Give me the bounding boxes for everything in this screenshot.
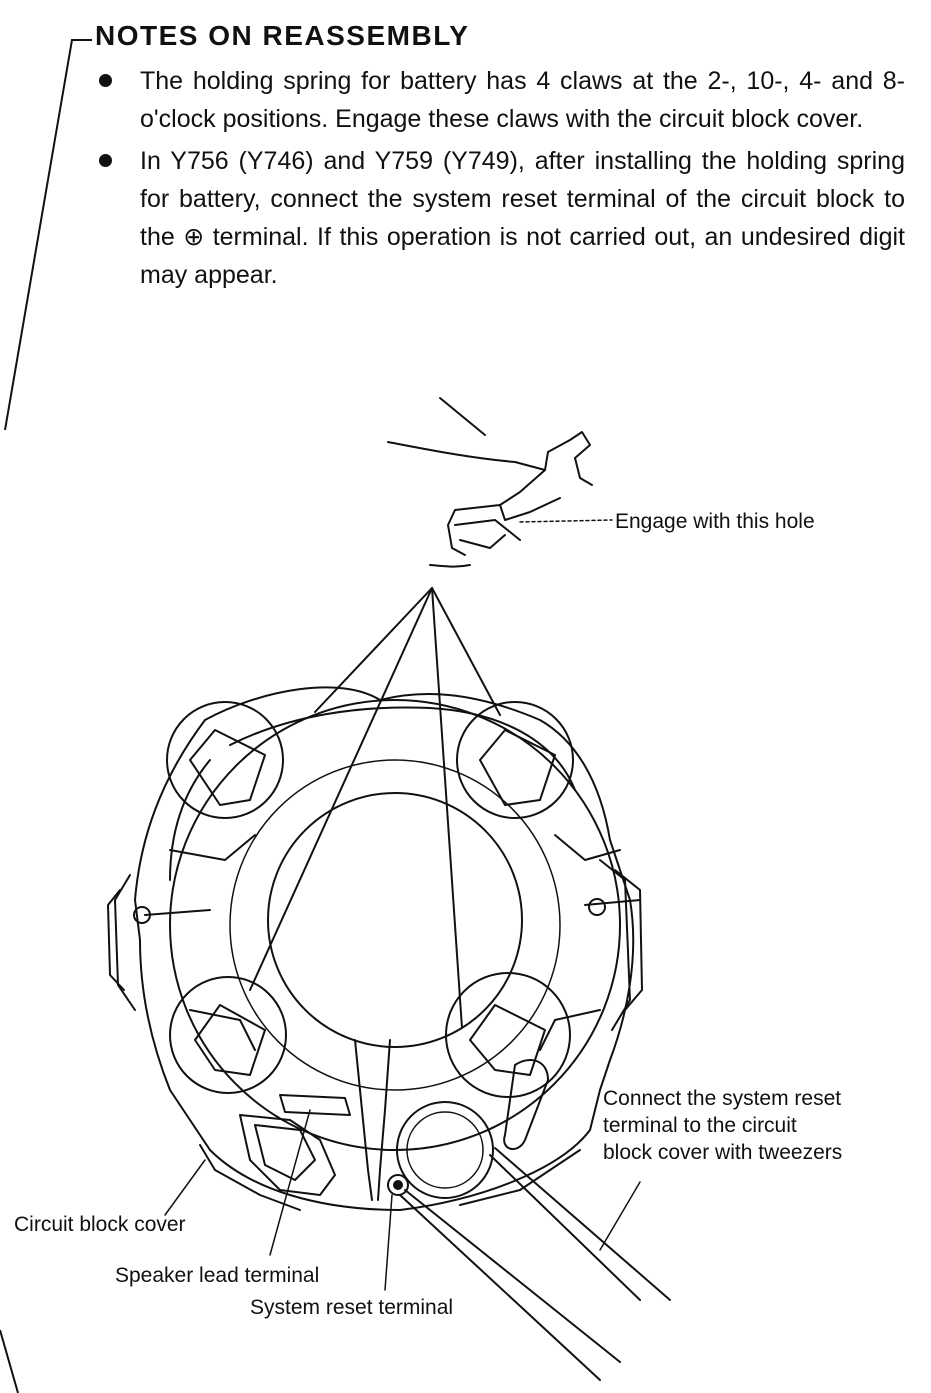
- label-connect-reset-line: Connect the system reset: [603, 1087, 842, 1110]
- label-connect-reset-line: terminal to the circuit: [603, 1114, 797, 1137]
- label-engage-hole: Engage with this hole: [615, 510, 815, 533]
- label-connect-reset: Connect the system reset terminal to the…: [603, 1085, 842, 1166]
- note-item: The holding spring for battery has 4 cla…: [95, 62, 905, 138]
- label-system-reset-terminal: System reset terminal: [250, 1296, 454, 1319]
- label-connect-reset-line: block cover with tweezers: [603, 1141, 843, 1164]
- note-text: The holding spring for battery has 4 cla…: [140, 67, 905, 133]
- spring-claw-detail: [387, 397, 593, 568]
- bullet-icon: [99, 74, 112, 87]
- label-leaders: [164, 519, 641, 1291]
- note-text: In Y756 (Y746) and Y759 (Y749), after in…: [140, 147, 905, 289]
- circuit-block: [107, 686, 643, 1211]
- label-speaker-lead-terminal: Speaker lead terminal: [115, 1264, 320, 1287]
- notes-title: NOTES ON REASSEMBLY: [95, 20, 470, 51]
- notes-section: NOTES ON REASSEMBLY The holding spring f…: [95, 20, 905, 298]
- tweezers: [399, 1147, 671, 1381]
- label-circuit-block-cover: Circuit block cover: [14, 1213, 186, 1236]
- claw-pointer-lines: [249, 587, 501, 1029]
- bullet-icon: [99, 154, 112, 167]
- notes-list: The holding spring for battery has 4 cla…: [95, 62, 905, 294]
- claw-circles: [166, 701, 574, 1098]
- note-item: In Y756 (Y746) and Y759 (Y749), after in…: [95, 142, 905, 294]
